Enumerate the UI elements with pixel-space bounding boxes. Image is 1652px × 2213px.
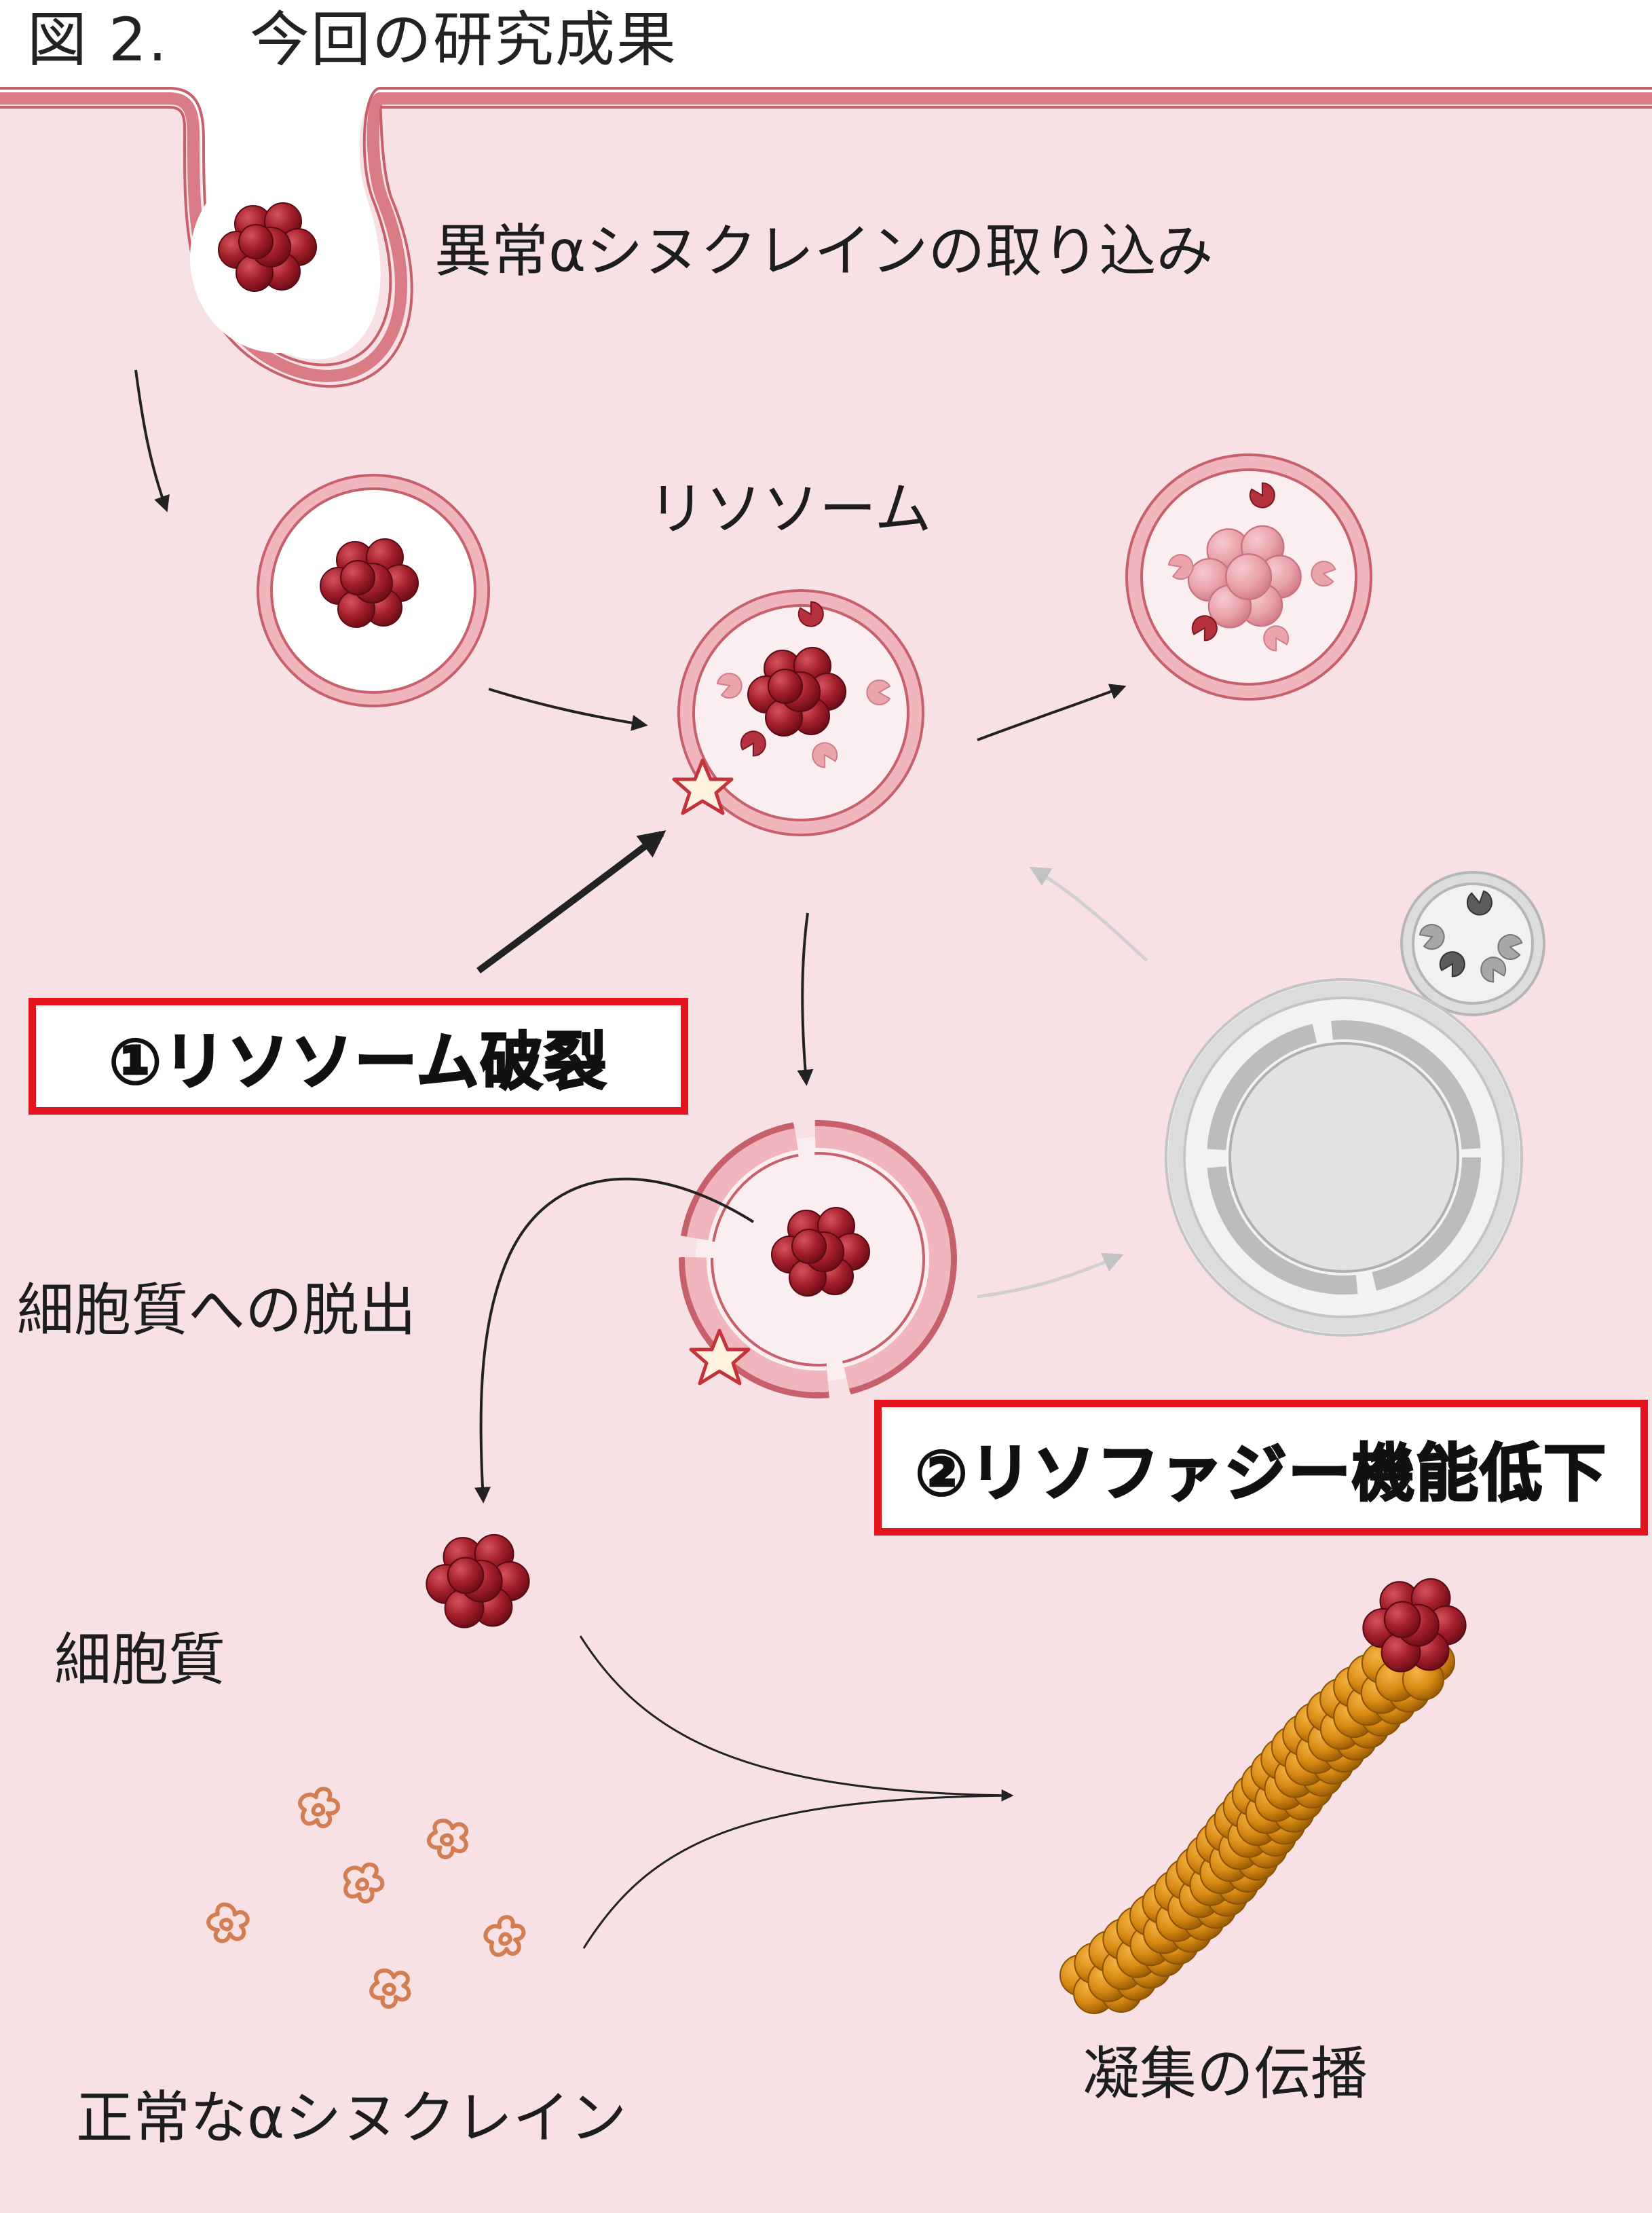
arrow-autophagosome-to-lysosome [1029, 866, 1148, 962]
figure-title: 図 2. 今回の研究成果 [27, 5, 677, 75]
label-cytoplasm: 細胞質 [54, 1626, 226, 1693]
label-uptake: 異常αシヌクレインの取り込み [434, 218, 1214, 284]
arrow-lysosome-to-degradation [977, 684, 1127, 741]
callout-lysophagy-decline-text: ②リソファジー機能低下 [914, 1436, 1607, 1510]
label-cytosol-escape: 細胞質への脱出 [17, 1277, 417, 1343]
damage-star-icon [672, 758, 734, 815]
plasma-membrane [0, 92, 1652, 382]
label-lysosome: リソソーム [648, 476, 932, 542]
callout-lysosome-rupture-text: ①リソソーム破裂 [108, 1024, 608, 1099]
label-normal-synuclein: 正常なαシヌクレイン [76, 2085, 627, 2151]
arrow-normal-to-fibril [582, 1794, 1012, 1949]
arrow-aggregate-to-fibril [579, 1635, 1014, 1802]
autophagosome [1165, 978, 1523, 1337]
arrow-rupture-to-lysosome [476, 830, 667, 974]
plasma-membrane-inner [0, 106, 1652, 388]
arrow-lysosome-to-ruptured [797, 912, 814, 1086]
arrow-escape-to-cytosol [474, 1177, 755, 1504]
arrow-endosome-to-lysosome [488, 688, 648, 731]
callout-lysophagy-decline: ②リソファジー機能低下 [874, 1400, 1648, 1536]
arrow-ruptured-to-autophagosome [977, 1252, 1124, 1299]
callout-lysosome-rupture: ①リソソーム破裂 [29, 998, 688, 1115]
endosome [257, 474, 490, 707]
plasma-membrane-outer [0, 87, 1652, 367]
arrow-pit-to-endosome [134, 369, 170, 513]
damage-star-icon [689, 1328, 751, 1386]
label-aggregate-propagation: 凝集の伝播 [1083, 2041, 1368, 2107]
